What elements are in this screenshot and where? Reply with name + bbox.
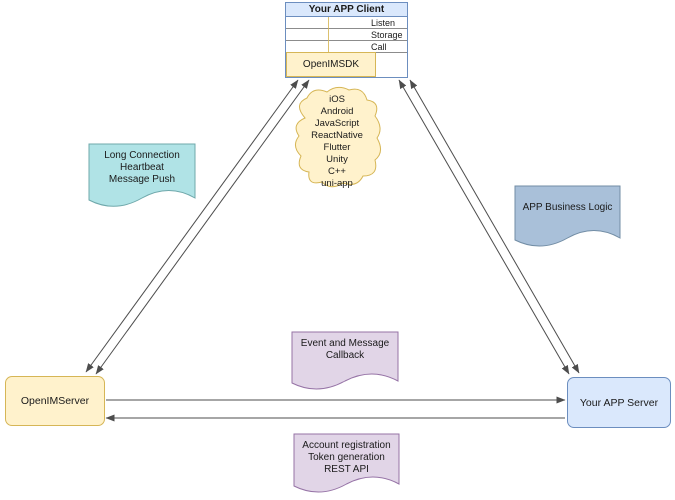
openimserver-label: OpenIMServer [20, 395, 90, 407]
client-row-listen: Listen [286, 17, 407, 29]
cloud-shape [295, 86, 381, 188]
note-event-callback-text: Event and Message Callback [300, 338, 390, 361]
client-title: Your APP Client [286, 3, 407, 17]
platform-ios: iOS [329, 94, 345, 105]
platform-flutter: Flutter [323, 142, 351, 153]
document-shape [88, 143, 196, 207]
client-box: Your APP Client Listen Storage Call Open… [285, 2, 408, 78]
platform-cpp: C++ [328, 166, 346, 177]
openimsdk-label: OpenIMSDK [302, 59, 360, 70]
your-app-server-label: Your APP Server [579, 396, 659, 409]
platform-android: Android [320, 106, 354, 117]
node-openimserver: OpenIMServer [5, 376, 105, 426]
client-column-divider [328, 17, 329, 54]
note-rest-api-text: Account registration Token generation RE… [302, 440, 391, 475]
platform-unity: Unity [326, 154, 348, 165]
document-shape [514, 185, 621, 247]
openimsdk-box: OpenIMSDK [286, 52, 376, 77]
edge-client-to-appserver-b [409, 79, 580, 374]
platform-uniapp: uni-app [321, 178, 353, 189]
edge-sdk-to-openimserver-a [85, 79, 299, 373]
platform-javascript: JavaScript [314, 118, 360, 129]
client-row-storage: Storage [286, 29, 407, 41]
note-long-connection-text: Long Connection Heartbeat Message Push [104, 150, 180, 185]
edge-sdk-to-openimserver-b [95, 79, 310, 375]
note-long-connection: Long Connection Heartbeat Message Push [88, 143, 196, 213]
note-app-business-logic-text: APP Business Logic [522, 202, 613, 213]
client-interface-list: Listen Storage Call [286, 17, 407, 53]
note-rest-api: Account registration Token generation RE… [293, 433, 400, 498]
platform-cloud: iOS Android JavaScript ReactNative Flutt… [291, 84, 383, 190]
note-event-callback: Event and Message Callback [291, 331, 399, 395]
platform-reactnative: ReactNative [311, 130, 363, 141]
node-your-app-server: Your APP Server [567, 377, 671, 428]
document-shape [291, 331, 399, 390]
document-shape [293, 433, 400, 493]
platform-list: iOS Android JavaScript ReactNative Flutt… [291, 84, 383, 190]
note-app-business-logic: APP Business Logic [514, 185, 621, 252]
